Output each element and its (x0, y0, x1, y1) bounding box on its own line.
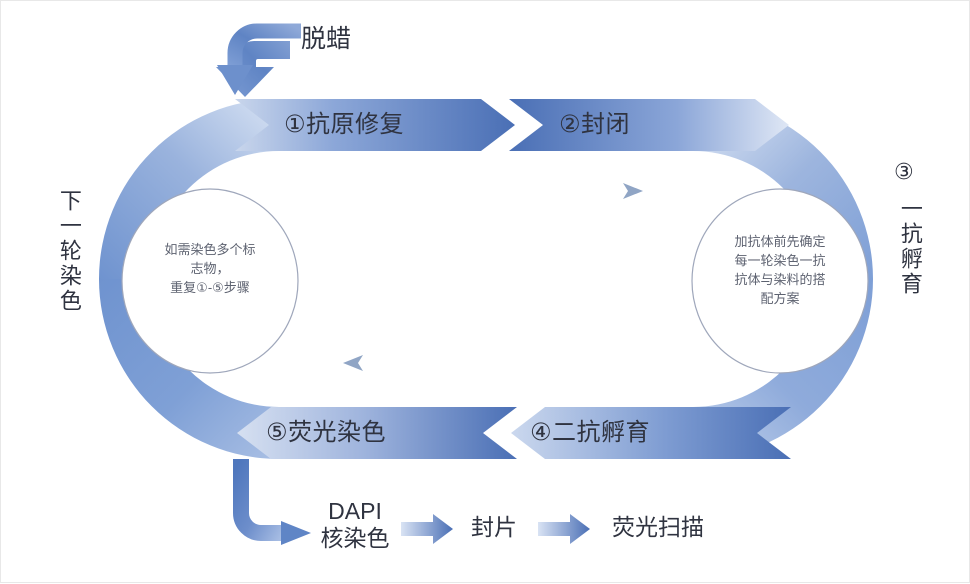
step-label-5: ⑤荧光染色 (266, 419, 387, 446)
note-left-line-3: 重复①-⑤步骤 (170, 279, 250, 295)
flow-arrow-2 (538, 514, 590, 544)
note-right-line-4: 配方案 (760, 290, 800, 306)
note-circle-right (691, 188, 869, 374)
exit-elbow-arrow (233, 459, 311, 545)
tail-dapi-line-2: 核染色 (320, 525, 390, 552)
note-circle-left (121, 188, 299, 374)
entry-elbow-arrow (216, 19, 301, 97)
note-right-text: 加抗体前先确定 每一轮染色一抗 抗体与染料的搭 配方案 (700, 233, 860, 308)
note-left-line-2: 志物， (190, 260, 230, 276)
right-side-marker: ③ (894, 159, 914, 184)
note-right-line-1: 加抗体前先确定 (734, 234, 826, 249)
step-label-4: ④二抗孵育 (530, 419, 651, 446)
step-label-1: ①抗原修复 (284, 111, 405, 138)
note-right-line-2: 每一轮染色一抗 (734, 252, 826, 268)
tail-label-mount: 封片 (471, 514, 517, 540)
chevron-step2[interactable] (509, 99, 789, 151)
tail-label-scan: 荧光扫描 (612, 514, 704, 540)
chevron-step1[interactable] (235, 99, 515, 151)
flow-arrow-1 (401, 514, 453, 544)
note-left-line-1: 如需染色多个标 (164, 242, 256, 257)
right-side-label: 一抗孵育 (897, 197, 923, 297)
left-side-label: 下一轮染色 (56, 189, 82, 314)
tail-dapi-line-1: DAPI (328, 498, 382, 524)
entry-label: 脱蜡 (301, 25, 352, 53)
note-left-text: 如需染色多个标 志物， 重复①-⑤步骤 (130, 241, 290, 298)
chevron-step5[interactable] (237, 407, 517, 459)
step-label-2: ②封闭 (559, 111, 631, 138)
dashed-arrow-right (277, 183, 643, 199)
chevron-step4[interactable] (511, 407, 791, 459)
dashed-arrow-left (343, 355, 701, 371)
tail-label-dapi: DAPI 核染色 (309, 498, 401, 552)
note-right-line-3: 抗体与染料的搭 (734, 271, 826, 287)
